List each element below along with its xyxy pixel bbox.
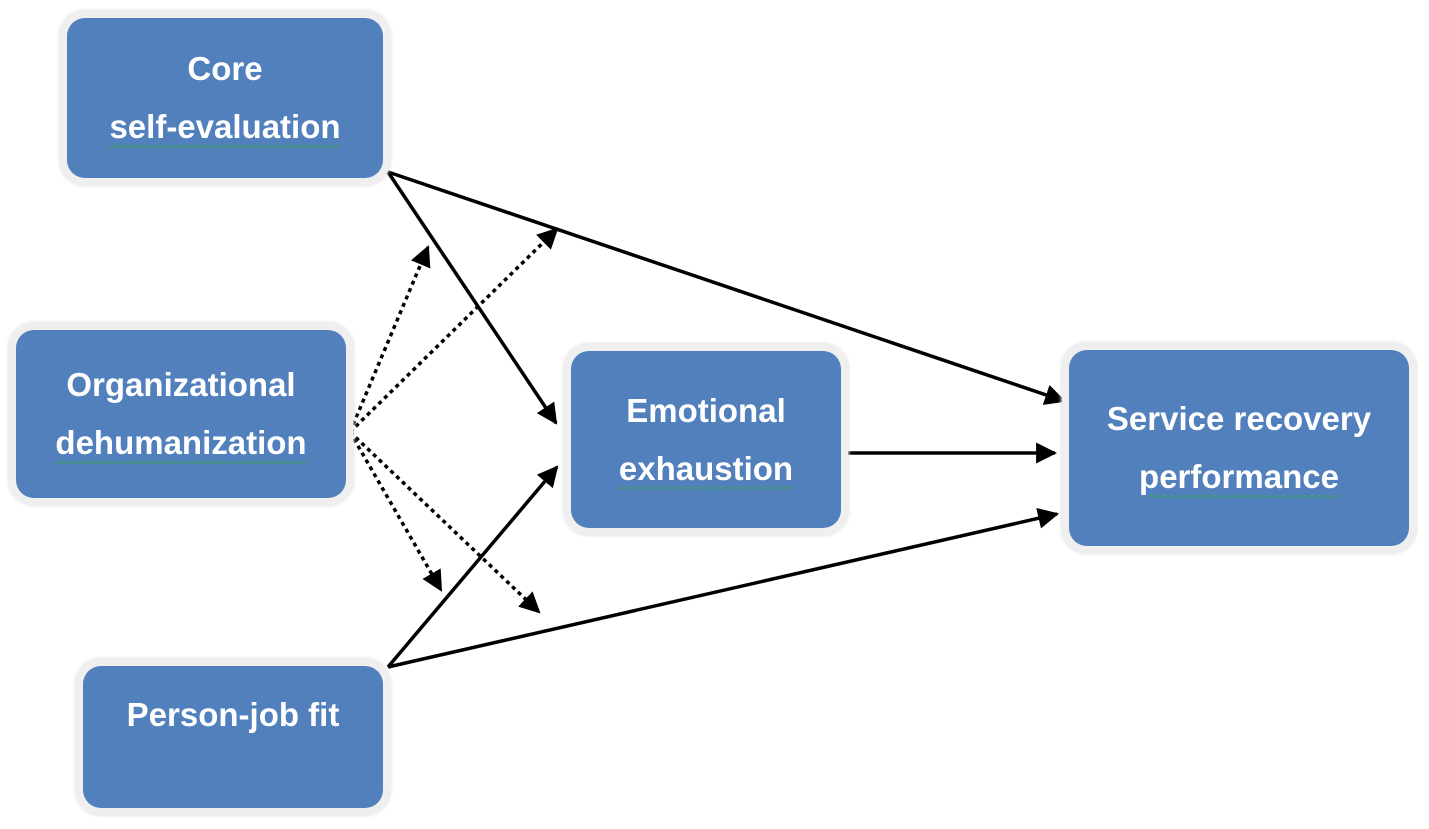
dotted-arrow-moderation-core-performance: [348, 227, 559, 434]
node-fit-line1: Person-job fit: [126, 696, 340, 733]
node-core-self-evaluation: Core self-evaluation: [67, 18, 383, 178]
node-organizational-dehumanization: Organizational dehumanization: [16, 330, 346, 498]
dotted-arrow-moderation-core-exhaustion: [348, 245, 431, 433]
node-performance-line2: performance: [1139, 458, 1339, 495]
dotted-arrow-moderation-fit-exhaustion: [348, 431, 443, 592]
node-performance-line1: Service recovery: [1106, 400, 1372, 437]
node-dehumanization-line1: Organizational: [66, 366, 296, 403]
arrow-core-to-performance: [387, 170, 1066, 405]
node-dehumanization-line2: dehumanization: [55, 424, 307, 461]
arrow-fit-to-performance: [387, 507, 1060, 669]
node-person-job-fit: Person-job fit: [83, 666, 383, 808]
node-service-recovery-performance: Service recovery performance: [1069, 350, 1409, 546]
arrow-core-to-exhaustion: [386, 171, 558, 425]
arrow-fit-to-exhaustion: [386, 465, 559, 669]
node-exhaustion-line1: Emotional: [626, 391, 786, 429]
dotted-arrow-moderation-fit-performance: [348, 430, 541, 614]
node-emotional-exhaustion: Emotional exhaustion: [571, 351, 841, 528]
node-exhaustion-line2: exhaustion: [618, 449, 794, 487]
node-core-line1: Core: [187, 50, 263, 87]
node-core-line2: self-evaluation: [109, 108, 341, 145]
